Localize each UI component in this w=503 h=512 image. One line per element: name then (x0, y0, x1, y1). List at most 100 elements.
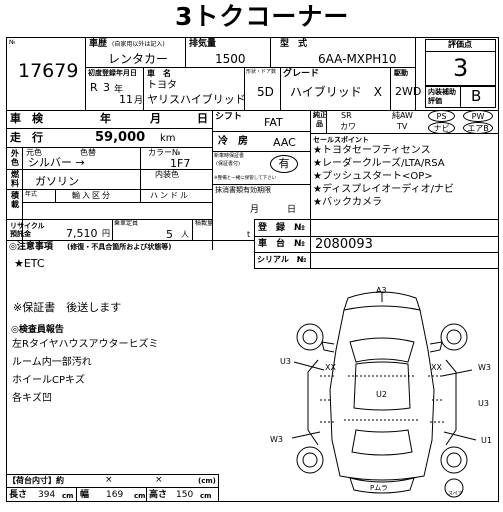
manual-sub-label: (保証書付) (216, 161, 240, 167)
sales-point-item: ★レーダークルーズ/LTA/RSA (313, 158, 445, 169)
grade-eval-label: 評価点 (448, 40, 472, 49)
interior-eval-value: B (471, 87, 482, 105)
inspection-year-unit: 年 (100, 112, 111, 125)
displacement-value: 1500 (215, 52, 246, 66)
sheet-frame (6, 37, 499, 502)
equip-kawa: カワ (340, 122, 356, 131)
notes-label: ◎注意事項 (9, 242, 53, 252)
width-label: 幅 (80, 490, 90, 500)
warranty-note: ※保証書 後送します (13, 301, 122, 314)
sheet-title: 3トクコーナー (175, 2, 350, 31)
deregistration-day-unit: 日 (287, 205, 297, 215)
sales-point-item: ★ディスプレイオーディオ/ナビ (313, 184, 454, 195)
capacity-unit: 人 (181, 230, 189, 239)
exterior-color-label-2: 色 (11, 158, 19, 167)
mileage-unit: km (160, 133, 176, 144)
registration-month-unit: 月 (134, 96, 144, 106)
load-label: 積載量 (195, 220, 214, 227)
ac-value: AAC (273, 136, 296, 149)
history-value: レンタカー (108, 52, 169, 66)
height-value: 150 (176, 490, 194, 500)
color-no-value: 1F7 (170, 157, 191, 170)
damage-code-u1: U1 (481, 436, 492, 445)
sales-point-label: セールスポイント (313, 136, 369, 144)
registration-month: 11 (119, 93, 133, 106)
equip-pw-badge: PW (463, 110, 493, 122)
recycle-label: リサイクル預託金 (10, 222, 45, 238)
registration-year: 3 (103, 81, 110, 94)
inspection-label: 車 検 (10, 112, 43, 125)
capacity-value: 5 (166, 228, 173, 241)
drive-value: 2WD (395, 85, 422, 98)
inspection-month-unit: 月 (150, 112, 161, 125)
registration-era: R (90, 81, 98, 94)
inspector-report-label: ◎検査員報告 (11, 325, 64, 335)
car-condition-diagram (291, 291, 477, 498)
length-value: 394 (38, 490, 56, 500)
lot-number: 17679 (18, 60, 79, 82)
color-change-label: 色替 (80, 148, 96, 157)
notes-etc: ★ETC (14, 257, 45, 270)
history-label: 車歴 (89, 39, 108, 49)
damage-code-u3-right: U3 (478, 399, 489, 408)
drive-label: 駆動 (394, 69, 408, 77)
shift-value: FAT (264, 116, 283, 129)
damage-code-u3-left: U3 (280, 357, 291, 366)
cargo-dims-label: 【荷台内寸】約 (8, 476, 64, 485)
inspector-report-item: ホイールCPキズ (12, 375, 86, 386)
serial-no-label: シリアル № (257, 255, 307, 264)
manual-present-badge: 有 (270, 155, 298, 173)
height-unit: cm (200, 492, 212, 500)
grade-eval-box (425, 39, 496, 86)
fuel-label-2: 料 (11, 179, 19, 188)
shift-label: シフト (215, 112, 243, 122)
interior-color-label: 内装色 (155, 170, 179, 179)
cargo-dims-x2: × (155, 475, 163, 485)
recycle-value: 7,510 (66, 227, 98, 240)
damage-code-pmura: Pムラ (370, 484, 388, 492)
chassis-no-label: 車 台 № (258, 239, 305, 249)
import-class-label: 輸入区分 (72, 191, 112, 200)
length-unit: cm (62, 492, 74, 500)
manual-label: 新車時保証書 (214, 153, 245, 159)
mileage-label: 走 行 (10, 131, 43, 144)
doors-label: 形状・ドア数 (246, 69, 277, 75)
inspection-day-unit: 日 (197, 112, 208, 125)
registration-year-unit: 年 (114, 85, 124, 95)
inspector-report-item: 左Rタイヤハウスアウターヒズミ (12, 339, 159, 350)
exterior-color-value: シルバー → (28, 156, 85, 169)
damage-code-xx-left: XX (325, 363, 336, 372)
spare-tire-label: スペア (448, 491, 463, 497)
notes-sub-label: (修復・不具合箇所および状態等) (67, 243, 172, 251)
displacement-label: 排気量 (189, 39, 217, 49)
deregistration-label: 抹消書類有効期限 (215, 186, 271, 194)
doors-value: 5D (257, 85, 274, 99)
deregistration-month-unit: 月 (250, 205, 260, 215)
fuel-value: ガソリン (35, 175, 79, 188)
car-name-label: 車 名 (147, 69, 171, 78)
handle-label: ハンドル (150, 191, 190, 200)
height-label: 高さ (149, 490, 168, 500)
length-label: 長さ (9, 490, 28, 500)
damage-code-w3-right: W3 (478, 363, 491, 372)
inspector-report-item: ルーム内一部汚れ (12, 357, 92, 368)
model-code-label: 型 式 (280, 39, 308, 49)
grade-value: ハイブリッド X (290, 85, 382, 99)
cargo-label-1: 積 (11, 191, 19, 200)
exterior-color-label-1: 外 (11, 149, 19, 158)
equip-tv: TV (397, 122, 408, 131)
car-name-value: ヤリスハイブリッド (147, 93, 246, 106)
model-code-value: 6AA-MXPH10 (318, 52, 397, 66)
grade-label: グレード (283, 69, 320, 79)
load-unit: t (247, 230, 251, 239)
damage-code-xx-right: XX (431, 363, 442, 372)
car-maker: トヨタ (147, 80, 177, 91)
sales-point-item: ★トヨタセーフティセンス (313, 145, 431, 156)
original-color-label: 元色 (26, 148, 42, 157)
capacity-label: 乗車定員 (114, 220, 139, 227)
manual-storage-note: ※整備と一緒に保管して下さい (214, 176, 277, 181)
width-value: 169 (106, 490, 124, 500)
equip-genuine-aw: 純AW (392, 111, 413, 120)
mileage-value: 59,000 (95, 130, 146, 145)
cargo-dims-unit: (cm) (198, 477, 216, 485)
